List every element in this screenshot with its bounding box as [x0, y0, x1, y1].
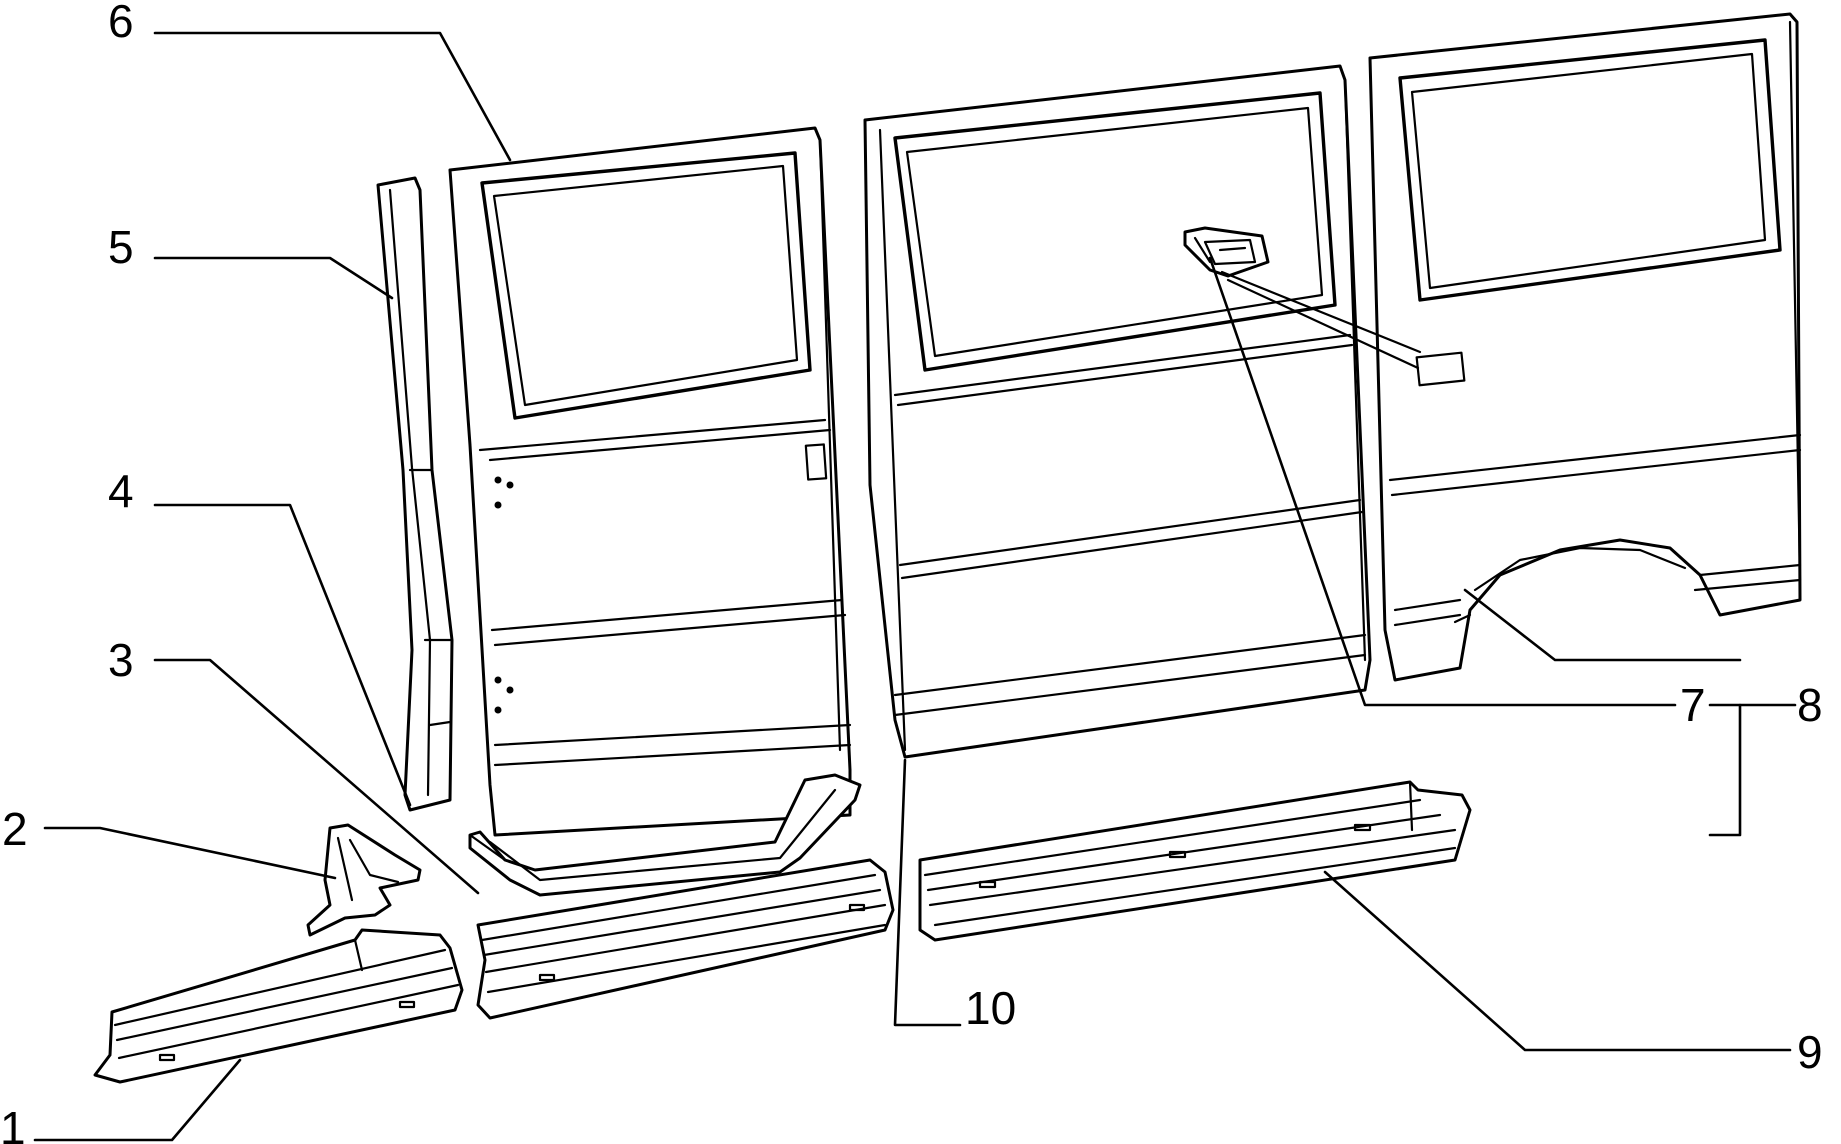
leader-4 — [153, 503, 412, 807]
leader-9 — [1323, 870, 1792, 1052]
leader-5 — [153, 256, 394, 300]
callout-9: 9 — [1797, 1026, 1823, 1078]
part-9-rear-sill — [918, 780, 1472, 942]
part-6-front-door — [448, 126, 852, 837]
callout-6: 6 — [108, 0, 134, 47]
callout-3: 3 — [108, 634, 134, 686]
leader-6 — [153, 31, 512, 162]
part-2-bracket — [306, 823, 422, 937]
leader-7 — [1208, 256, 1677, 707]
callout-5: 5 — [108, 221, 134, 273]
part-5-pillar — [376, 176, 454, 812]
part-7-door-handle — [1183, 226, 1270, 278]
leader-8-bracket — [1708, 703, 1742, 837]
callout-4: 4 — [108, 465, 134, 517]
handle-link-line — [1220, 270, 1422, 354]
part-3-middle-sill — [476, 858, 895, 1020]
part-1-front-sill — [93, 928, 464, 1084]
leader-3 — [153, 658, 480, 895]
part-4-lower-track — [468, 773, 862, 897]
callout-7: 7 — [1680, 679, 1706, 731]
leader-2 — [43, 826, 337, 880]
callout-2: 2 — [2, 803, 28, 855]
leader-10 — [893, 758, 962, 1027]
part-8-rear-quarter-panel — [1368, 12, 1802, 682]
callout-1: 1 — [0, 1102, 26, 1144]
handle-link-line-2 — [1226, 278, 1420, 370]
callout-8: 8 — [1797, 679, 1823, 731]
callout-10: 10 — [965, 982, 1016, 1034]
part-10-middle-door — [863, 64, 1372, 759]
leader-1 — [33, 1058, 242, 1142]
leader-8-to-panel — [1463, 588, 1742, 662]
